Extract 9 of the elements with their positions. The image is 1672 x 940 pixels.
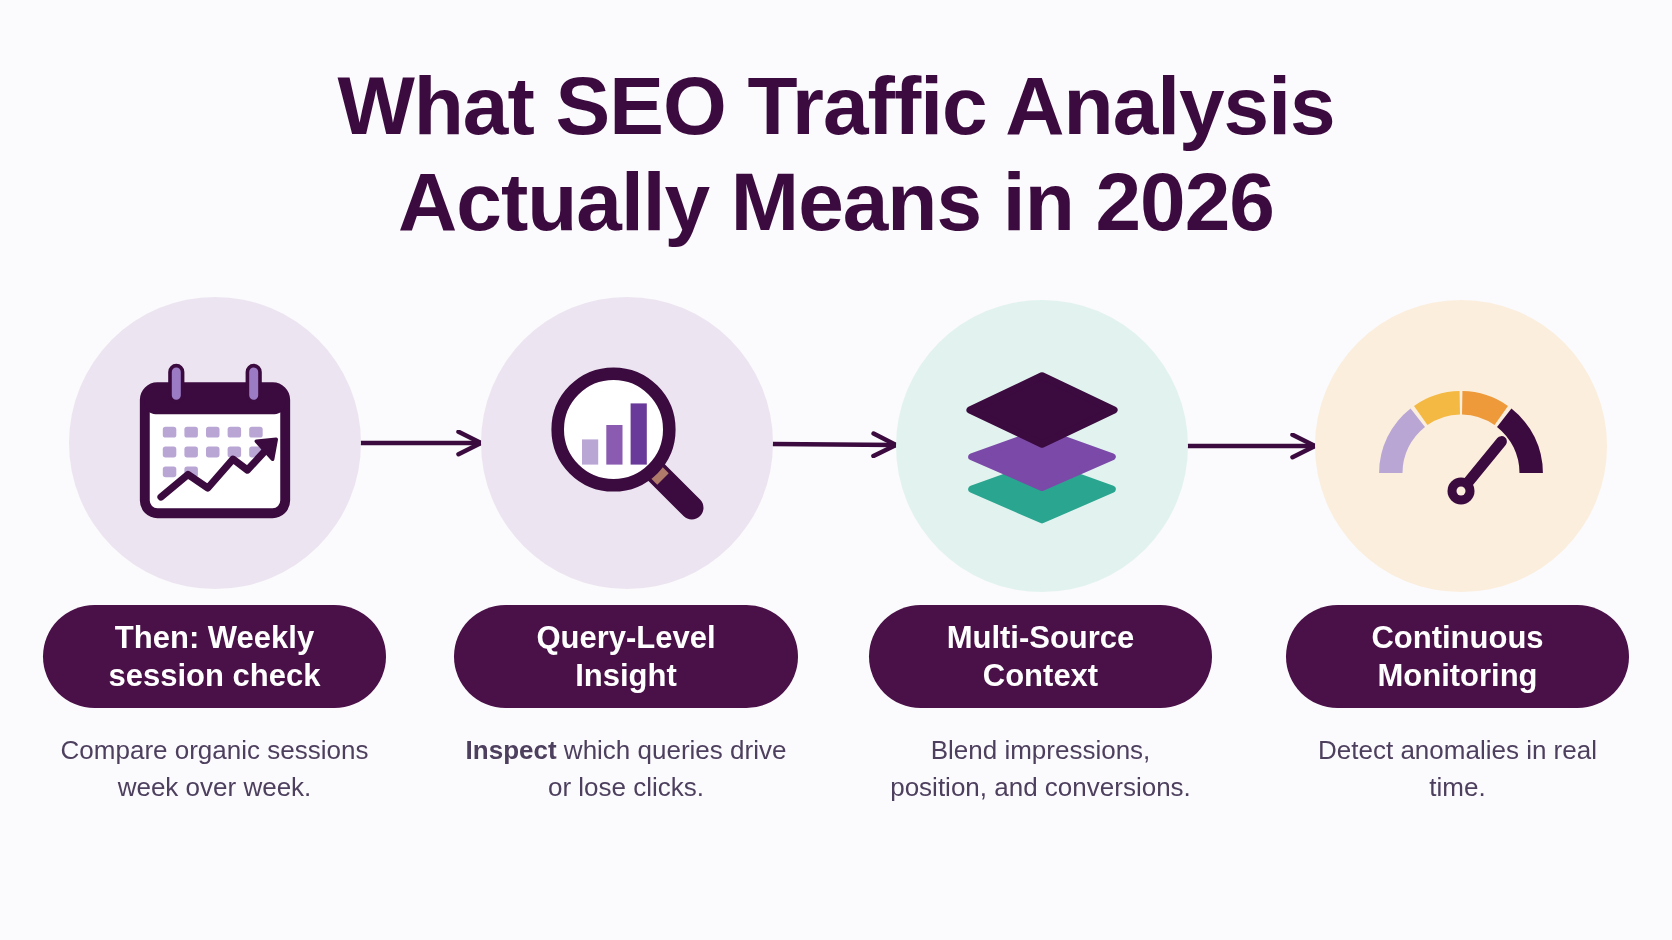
step-pill: Continuous Monitoring bbox=[1286, 605, 1629, 708]
step-pill: Then: Weekly session check bbox=[43, 605, 386, 708]
step-pill: Multi-Source Context bbox=[869, 605, 1212, 708]
step-description: Compare organic sessions week over week. bbox=[59, 734, 370, 804]
title: What SEO Traffic Analysis Actually Means in 2026 bbox=[336, 59, 1336, 249]
step-description: Blend impressions, position, and conversions. bbox=[889, 734, 1192, 804]
step-description: Detect anomalies in real time. bbox=[1317, 734, 1598, 804]
step-pill: Query-Level Insight bbox=[454, 605, 798, 708]
step-description: Inspect which queries drive or lose clicks. bbox=[464, 734, 788, 804]
